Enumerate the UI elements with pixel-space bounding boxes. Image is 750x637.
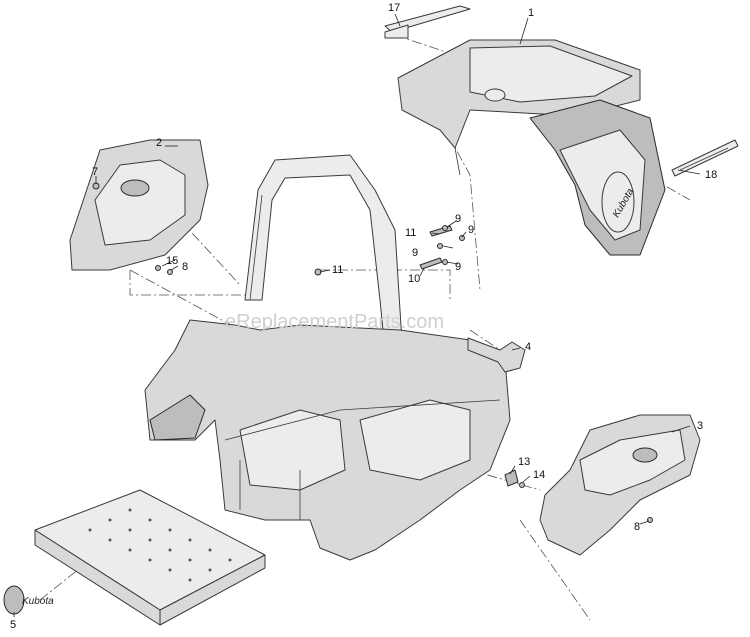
callout-3: 3: [697, 420, 703, 432]
floor-plate: [34, 489, 266, 626]
callout-11-left: 11: [332, 264, 343, 276]
callout-9-mid: 9: [412, 247, 418, 259]
hardware-fasteners: [92, 182, 653, 523]
bracket-13: [504, 469, 519, 487]
callout-15: 15: [166, 255, 178, 267]
callout-8-right: 8: [634, 521, 640, 533]
rear-hood-1: Kubota: [397, 39, 666, 256]
watermark-text: eReplacementParts.com: [225, 311, 444, 333]
callout-9-top: 9: [455, 213, 461, 225]
callout-8-left: 8: [182, 261, 188, 273]
handle-4: [467, 337, 526, 373]
callout-13: 13: [518, 456, 530, 468]
callout-4: 4: [525, 341, 531, 353]
decal-18: [671, 139, 739, 177]
emblem-5: Kubota: [3, 585, 54, 615]
callout-17: 17: [388, 2, 400, 14]
callout-14: 14: [533, 469, 545, 481]
nut-14: [519, 482, 525, 488]
nut-8: [167, 269, 173, 275]
nut-8b: [647, 517, 653, 523]
nut-9a: [442, 225, 448, 231]
right-panel-3: [539, 414, 701, 556]
callout-2: 2: [156, 137, 162, 149]
main-chassis-frame: [144, 319, 511, 561]
bolt-15: [155, 265, 161, 271]
callout-18: 18: [705, 169, 717, 181]
bolt-11a: [429, 225, 453, 237]
callout-labels: 1 2 3 4 5 7 8 8 9 9 9 9 10 11 11 13 14 1…: [10, 2, 717, 631]
left-panel-2: [69, 139, 209, 271]
bolt-10: [419, 257, 443, 270]
nut-9d: [442, 259, 448, 265]
callout-1: 1: [528, 7, 534, 19]
decal-strip-17: [384, 5, 471, 39]
callout-10: 10: [408, 273, 420, 285]
callout-9-right: 9: [468, 224, 474, 236]
nut-9c: [437, 243, 443, 249]
nut-9b: [459, 235, 465, 241]
floor-plate-holes: [88, 508, 232, 582]
callout-5: 5: [10, 619, 16, 631]
callout-11-top: 11: [405, 227, 416, 239]
leader-lines: [13, 13, 701, 617]
emblem-logo-text: Kubota: [22, 596, 54, 607]
callout-7: 7: [92, 166, 98, 178]
callout-9-bottom: 9: [455, 261, 461, 273]
